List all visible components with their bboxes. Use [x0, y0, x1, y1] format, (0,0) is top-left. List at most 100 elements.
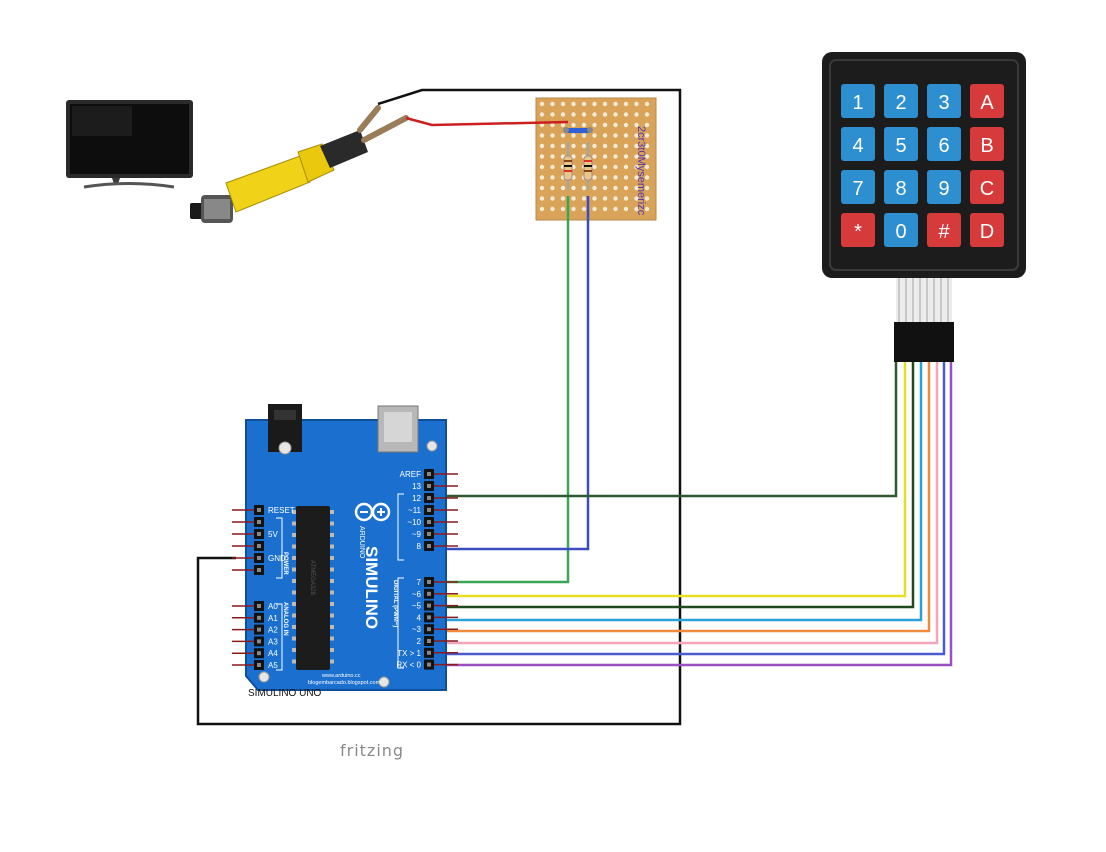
header-pin[interactable]: 4: [417, 612, 458, 623]
keypad-key[interactable]: 7: [841, 170, 875, 204]
stripboard-hole: [539, 154, 545, 159]
stripboard-hole: [550, 122, 555, 128]
header-pin[interactable]: RESET: [232, 505, 295, 515]
header-pin[interactable]: ~10: [407, 517, 458, 527]
keypad-key[interactable]: *: [841, 213, 875, 247]
stripboard-hole: [539, 112, 545, 117]
stripboard-hole: [602, 133, 608, 138]
pin-label: ~9: [412, 530, 422, 539]
keypad-key-face: [927, 127, 961, 161]
stripboard-hole: [560, 143, 566, 149]
keypad-key[interactable]: D: [970, 213, 1004, 247]
stripboard-hole: [613, 175, 618, 180]
stripboard-hole: [560, 133, 566, 138]
stripboard-hole: [550, 185, 555, 191]
stripboard-hole: [571, 122, 576, 128]
keypad-key[interactable]: A: [970, 84, 1004, 118]
header-pin[interactable]: 2: [417, 636, 458, 646]
stripboard-hole: [644, 122, 650, 128]
stripboard-hole: [571, 185, 576, 191]
pin-label: A0: [268, 602, 278, 611]
wire-pin1: [446, 362, 946, 656]
stripboard-hole: [550, 196, 555, 201]
keypad-key-label: 1: [852, 92, 863, 114]
header-pin[interactable]: 7: [417, 577, 458, 587]
pin-label: ~10: [407, 518, 421, 527]
keypad-key[interactable]: B: [970, 127, 1004, 161]
keypad-key[interactable]: 0: [884, 213, 918, 247]
stripboard-hole: [623, 112, 629, 117]
stripboard-hole: [592, 196, 597, 201]
stripboard-hole: [634, 133, 639, 138]
stripboard-hole: [550, 154, 555, 159]
keypad-key[interactable]: 8: [884, 170, 918, 204]
keypad-key-label: B: [980, 135, 993, 157]
stripboard-hole: [581, 206, 587, 212]
wire-pin7-green: [446, 196, 570, 584]
stripboard-hole: [613, 133, 618, 138]
keypad-key[interactable]: #: [927, 213, 961, 247]
keypad-key-label: 4: [852, 135, 863, 157]
keypad-key-face: [927, 213, 961, 247]
stripboard-hole: [581, 122, 587, 128]
pin-label: ~5: [412, 602, 422, 611]
stripboard-hole: [613, 101, 618, 107]
header-pin[interactable]: 5V: [232, 529, 278, 539]
stripboard-hole: [634, 122, 639, 128]
stripboard-hole: [623, 101, 629, 107]
keypad-key-label: 6: [938, 135, 949, 157]
header-pin[interactable]: ~5: [412, 600, 458, 611]
stripboard-hole: [602, 122, 608, 128]
keypad-key[interactable]: 4: [841, 127, 875, 161]
keypad-key[interactable]: 5: [884, 127, 918, 161]
pin-label: 7: [417, 578, 422, 587]
stripboard-hole: [644, 175, 650, 180]
stripboard-hole: [571, 154, 576, 159]
header-pin[interactable]: A0: [232, 601, 278, 611]
stripboard-hole: [644, 185, 650, 191]
keypad-key[interactable]: 3: [927, 84, 961, 118]
resistor-2: [583, 142, 593, 190]
stripboard-hole: [644, 154, 650, 159]
usb-jack-icon: [377, 405, 419, 453]
header-pin[interactable]: ~11: [408, 505, 458, 515]
header-pin[interactable]: ~3: [412, 624, 458, 635]
stripboard-hole: [560, 101, 566, 107]
header-pin[interactable]: 12: [412, 493, 458, 503]
keypad-key[interactable]: 2: [884, 84, 918, 118]
stripboard-hole: [581, 101, 587, 107]
stripboard-hole: [623, 122, 629, 128]
pin-label: A4: [268, 649, 278, 658]
pin-label: A1: [268, 614, 278, 623]
header-pin[interactable]: GND: [232, 553, 286, 563]
stripboard-hole: [539, 101, 545, 107]
stripboard-hole: [623, 143, 629, 149]
header-pin[interactable]: A3: [232, 636, 278, 647]
keypad-key[interactable]: 1: [841, 84, 875, 118]
pin-label: 12: [412, 494, 421, 503]
stripboard-hole: [539, 206, 545, 212]
keypad-key-face: [970, 84, 1004, 118]
stripboard-hole: [634, 143, 639, 149]
keypad-key-face: [884, 213, 918, 247]
keypad-key[interactable]: 9: [927, 170, 961, 204]
header-pin[interactable]: ~9: [412, 529, 458, 539]
stripboard-hole: [613, 164, 618, 170]
header-pin[interactable]: TX > 1: [397, 647, 458, 658]
keypad-key[interactable]: C: [970, 170, 1004, 204]
stripboard-hole: [602, 206, 608, 212]
header-pin[interactable]: 13: [412, 481, 458, 491]
header-pin[interactable]: A1: [232, 612, 278, 623]
header-pin[interactable]: ~6: [412, 588, 458, 599]
stripboard-hole: [613, 122, 618, 128]
keypad-key-label: 8: [895, 178, 906, 200]
keypad-key[interactable]: 6: [927, 127, 961, 161]
header-pin[interactable]: RX < 0: [396, 659, 458, 670]
header-pin[interactable]: A2: [232, 624, 278, 635]
header-pin[interactable]: A5: [232, 660, 278, 670]
header-pin[interactable]: 8: [417, 541, 458, 551]
stripboard-hole: [571, 196, 576, 201]
header-pin[interactable]: A4: [232, 648, 278, 659]
header-pin[interactable]: AREF: [400, 469, 458, 479]
